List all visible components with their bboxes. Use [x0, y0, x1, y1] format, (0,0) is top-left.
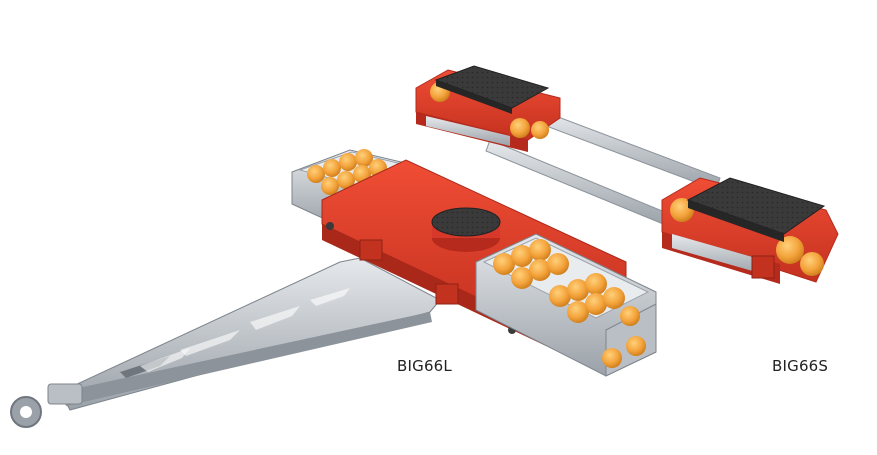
connecting-rods	[485, 111, 721, 227]
big66s-label: BIG66S	[772, 357, 829, 375]
tow-bar	[10, 257, 441, 428]
rollers-right	[493, 239, 646, 368]
big66s-skate-rear	[415, 65, 561, 152]
big66s-skate-set	[415, 65, 839, 284]
big66s-skate-front	[661, 177, 839, 284]
big66l-skate	[10, 149, 657, 428]
turntable	[431, 207, 501, 252]
big66l-label: BIG66L	[397, 357, 452, 375]
